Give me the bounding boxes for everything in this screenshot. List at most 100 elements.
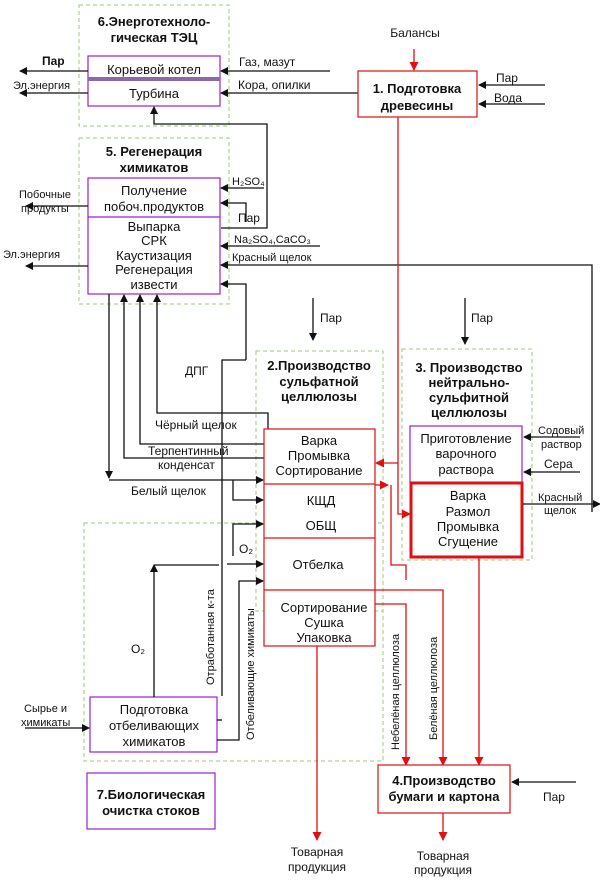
block-2-title-1: 2.Производство [267, 358, 371, 373]
regen-line-2: СРК [141, 233, 167, 248]
steam-in-arrow-b5 [220, 199, 247, 222]
product-label-1b: продукция [288, 860, 346, 874]
dpg-label: ДПГ [185, 364, 209, 378]
turpentine-condensate-arrow-1 [136, 294, 264, 445]
black-liquor-label: Чёрный щелок [155, 418, 237, 432]
bleach-chem-label: Отбеливающие химикаты [245, 608, 257, 740]
red-liquor-label-b3-2: щелок [544, 505, 576, 517]
product-label-2b: продукция [414, 863, 472, 877]
regen-line-1: Выпарка [128, 219, 181, 234]
balances-label: Балансы [390, 26, 439, 40]
o2-to-obshch-arrow [232, 520, 264, 556]
block-1-box[interactable] [357, 70, 478, 118]
block-3-title-3: сульфитной [429, 390, 509, 405]
electricity-out-label-b6: Эл.энергия [13, 80, 70, 92]
dpg-stub-to-b5 [220, 280, 247, 360]
white-liquor-to-kshd-arrow [232, 480, 264, 504]
kshd-to-unbleached-line [390, 485, 407, 580]
product-label-2a: Товарная [417, 849, 469, 863]
regen-line-5: извести [131, 277, 178, 292]
steam-out-label: Пар [42, 54, 65, 68]
regen-line-4: Регенерация [115, 262, 193, 277]
block-4-title-1: 4.Производство [392, 773, 496, 788]
block-6-title-2: гическая ТЭЦ [111, 30, 198, 45]
byproducts-cell-2: побоч.продуктов [104, 199, 204, 214]
block-6-chp: 6.Энерготехноло- гическая ТЭЦ Корьевой к… [87, 14, 221, 107]
finishing-line-3: Упаковка [296, 630, 352, 645]
bleaching-label: Отбелка [293, 557, 345, 572]
finishing-line-1: Сортирование [281, 600, 368, 615]
block-7-bio-treatment: 7.Биологическая очистка стоков [86, 772, 216, 830]
liquor-prep-line-2: варочного [435, 446, 496, 461]
bark-boiler-label: Корьевой котел [107, 62, 201, 77]
block-3-title-4: целлюлозы [431, 405, 507, 420]
gas-oil-label: Газ, мазут [239, 55, 296, 69]
block-2-title-2: сульфатной [279, 374, 358, 389]
black-liquor-arrow [153, 294, 269, 432]
turpentine-label-2: конденсат [158, 458, 215, 472]
bleach-prep-line-1: Подготовка [120, 702, 189, 717]
block-5-box[interactable] [87, 177, 221, 295]
unbleached-pulp-arrow [375, 603, 411, 766]
soda-label-1: Содовый [538, 425, 584, 437]
regen-line-3: Каустизация [116, 248, 192, 263]
block-1-title-1: 1. Подготовка [373, 81, 462, 96]
group-border-b3 [401, 348, 533, 561]
cooking-line-2: Промывка [288, 448, 351, 463]
cooking-liquor-prep-box[interactable] [409, 425, 523, 484]
turpentine-condensate-arrow-2 [120, 294, 264, 459]
byproducts-label-1: Побочные [19, 189, 71, 201]
soda-label-2: раствор [541, 439, 582, 451]
block-1-title-2: древесины [381, 98, 453, 113]
steam-to-turbine-arrow [150, 106, 268, 229]
nssc-line-3: Промывка [437, 519, 500, 534]
liquor-prep-line-1: Приготовление [420, 431, 511, 446]
bleach-prep-line-3: химикатов [123, 734, 186, 749]
red-liquor-arrow-b5 [220, 261, 593, 512]
spent-acid-label: Отработанная к-та [205, 588, 217, 685]
white-liquor-label: Белый щелок [131, 484, 207, 498]
cooking-line-3: Сортирование [276, 463, 363, 478]
red-liquor-label-b3-1: Красный [538, 492, 582, 504]
turpentine-label-1: Терпентинный [148, 444, 229, 458]
block-1-wood-prep: 1. Подготовка древесины [357, 70, 478, 118]
block-7-box[interactable] [86, 772, 216, 830]
nssc-line-2: Размол [446, 504, 491, 519]
turbine-label: Турбина [129, 86, 180, 101]
bleach-prep-line-2: отбеливающих [109, 718, 200, 733]
sulfur-label: Сера [544, 457, 573, 471]
wood-to-nssc-arrow [397, 117, 411, 519]
block-3-title-2: нейтрально- [429, 375, 510, 390]
o2-label-a: O₂ [239, 542, 253, 556]
group-border-bleach [83, 522, 384, 762]
byproducts-label-2: продукты [21, 203, 69, 215]
bleach-prep-box[interactable] [89, 696, 218, 753]
byproducts-cell-1: Получение [121, 183, 187, 198]
electricity-out-label-b5: Эл.энергия [3, 249, 60, 261]
steam-in-label-b5: Пар [238, 211, 260, 225]
nssc-line-1: Варка [450, 488, 487, 503]
block-3-title-1: 3. Производство [415, 360, 522, 375]
block-6-title-1: 6.Энерготехноло- [98, 14, 210, 29]
red-liquor-label-b5: Красный щелок [232, 252, 312, 264]
group-border-b5 [78, 137, 230, 305]
block-5-chem-regen: 5. Регенерация химикатов Получение побоч… [87, 144, 221, 295]
o2-label-b: O₂ [131, 642, 145, 656]
raw-chem-label-1: Сырье и [24, 703, 67, 715]
water-in-label: Вода [494, 91, 522, 105]
liquor-prep-line-3: раствора [438, 462, 494, 477]
nssc-cooking-box[interactable] [409, 481, 524, 559]
raw-chem-label-2: химикаты [21, 717, 70, 729]
block-4-box[interactable] [377, 764, 511, 814]
bleached-pulp-label: Белёная целлюлоза [428, 636, 440, 740]
finishing-line-2: Сушка [304, 615, 344, 630]
h2so4-label: H₂SO₄ [232, 176, 265, 188]
bleached-pulp-arrow [375, 589, 448, 766]
bleach-chem-arrow [217, 577, 264, 741]
bark-sawdust-label: Кора, опилки [238, 78, 311, 92]
block-5-title-1: 5. Регенерация [106, 144, 203, 159]
block-2-title-3: целлюлозы [281, 389, 357, 404]
dpg-line [221, 359, 246, 381]
product-label-1a: Товарная [291, 845, 343, 859]
